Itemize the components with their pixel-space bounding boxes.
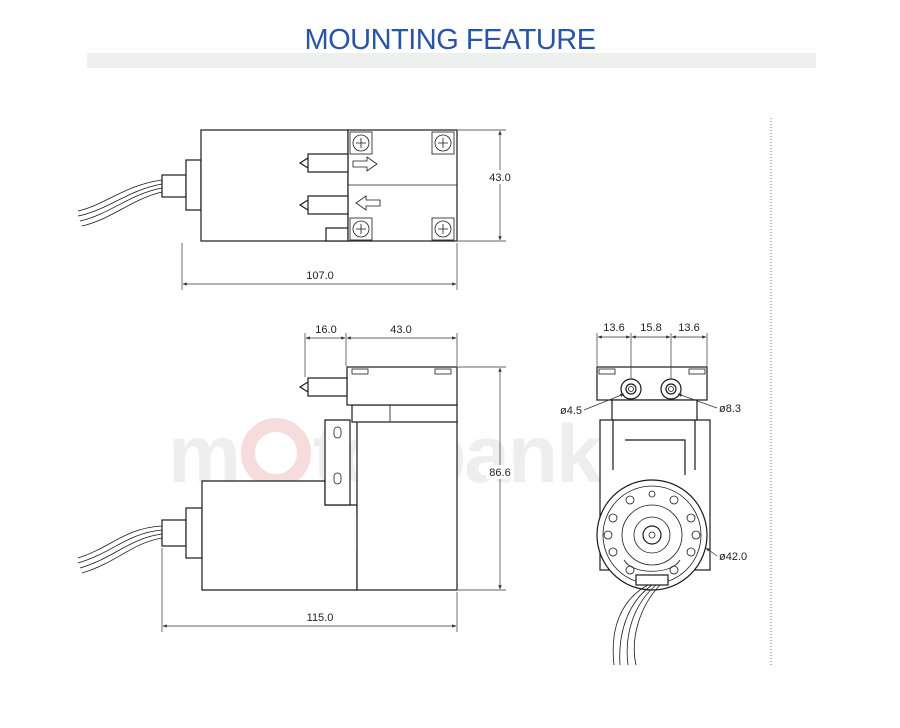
- dim-top-height: 43.0: [489, 172, 510, 184]
- side-view-shaft-boss: [161, 519, 187, 547]
- side-view-slot-1: [333, 426, 342, 439]
- side-view-wire: [77, 525, 163, 574]
- dim-end-center: 15.8: [640, 322, 661, 334]
- side-view-pump-column: [356, 419, 458, 591]
- top-view-screw-3: [349, 217, 373, 241]
- top-view-screw-2: [431, 131, 455, 155]
- side-view-end-cap: [185, 507, 203, 559]
- dim-port-large: ø8.3: [719, 403, 741, 415]
- dim-port-small: ø4.5: [560, 405, 582, 417]
- end-view-port-large: [660, 378, 682, 400]
- dim-top-length: 107.0: [306, 270, 334, 282]
- top-view-shaft-boss: [161, 174, 187, 198]
- page-title: MOUNTING FEATURE: [304, 24, 596, 56]
- dim-side-offset: 16.0: [315, 324, 336, 336]
- dim-end-right: 13.6: [678, 322, 699, 334]
- top-view-end-cap: [185, 159, 202, 211]
- end-view: 13.6 15.8 13.6 ø4.5 ø8.3 ø42.0: [560, 118, 772, 666]
- end-view-valve-plate: [611, 399, 698, 421]
- title-underline-bar: [87, 53, 816, 68]
- top-view-arrow-out: [352, 156, 378, 172]
- dim-side-height: 86.6: [489, 467, 510, 479]
- top-view-pump-head: [347, 129, 458, 242]
- dim-motor-dia: ø42.0: [719, 551, 747, 563]
- top-view-motor-body: [200, 129, 349, 242]
- top-view-arrow-in: [355, 195, 381, 211]
- side-view: 16.0 43.0 86.6 115.0: [77, 324, 514, 632]
- side-view-port: [307, 377, 348, 397]
- top-view-screw-4: [431, 217, 455, 241]
- top-view-inlet-port: [307, 195, 349, 215]
- top-view-wire: [77, 179, 163, 227]
- top-view-screw-1: [349, 131, 373, 155]
- side-view-bracket: [324, 419, 351, 506]
- side-view-slot-2: [333, 472, 342, 485]
- top-view-outlet-port: [307, 153, 349, 173]
- end-view-motor-face: [596, 479, 708, 591]
- top-view: 43.0 107.0: [77, 129, 514, 290]
- dim-side-head: 43.0: [390, 324, 411, 336]
- side-view-valve-plate: [351, 404, 458, 423]
- end-view-pump-head: [596, 366, 708, 401]
- end-view-wire: [612, 584, 661, 666]
- end-view-terminal: [635, 574, 669, 586]
- top-view-step: [325, 227, 349, 242]
- side-view-pump-head: [346, 366, 458, 406]
- end-view-port-small: [620, 378, 642, 400]
- dim-side-length: 115.0: [307, 612, 334, 624]
- dim-end-left: 13.6: [603, 322, 624, 334]
